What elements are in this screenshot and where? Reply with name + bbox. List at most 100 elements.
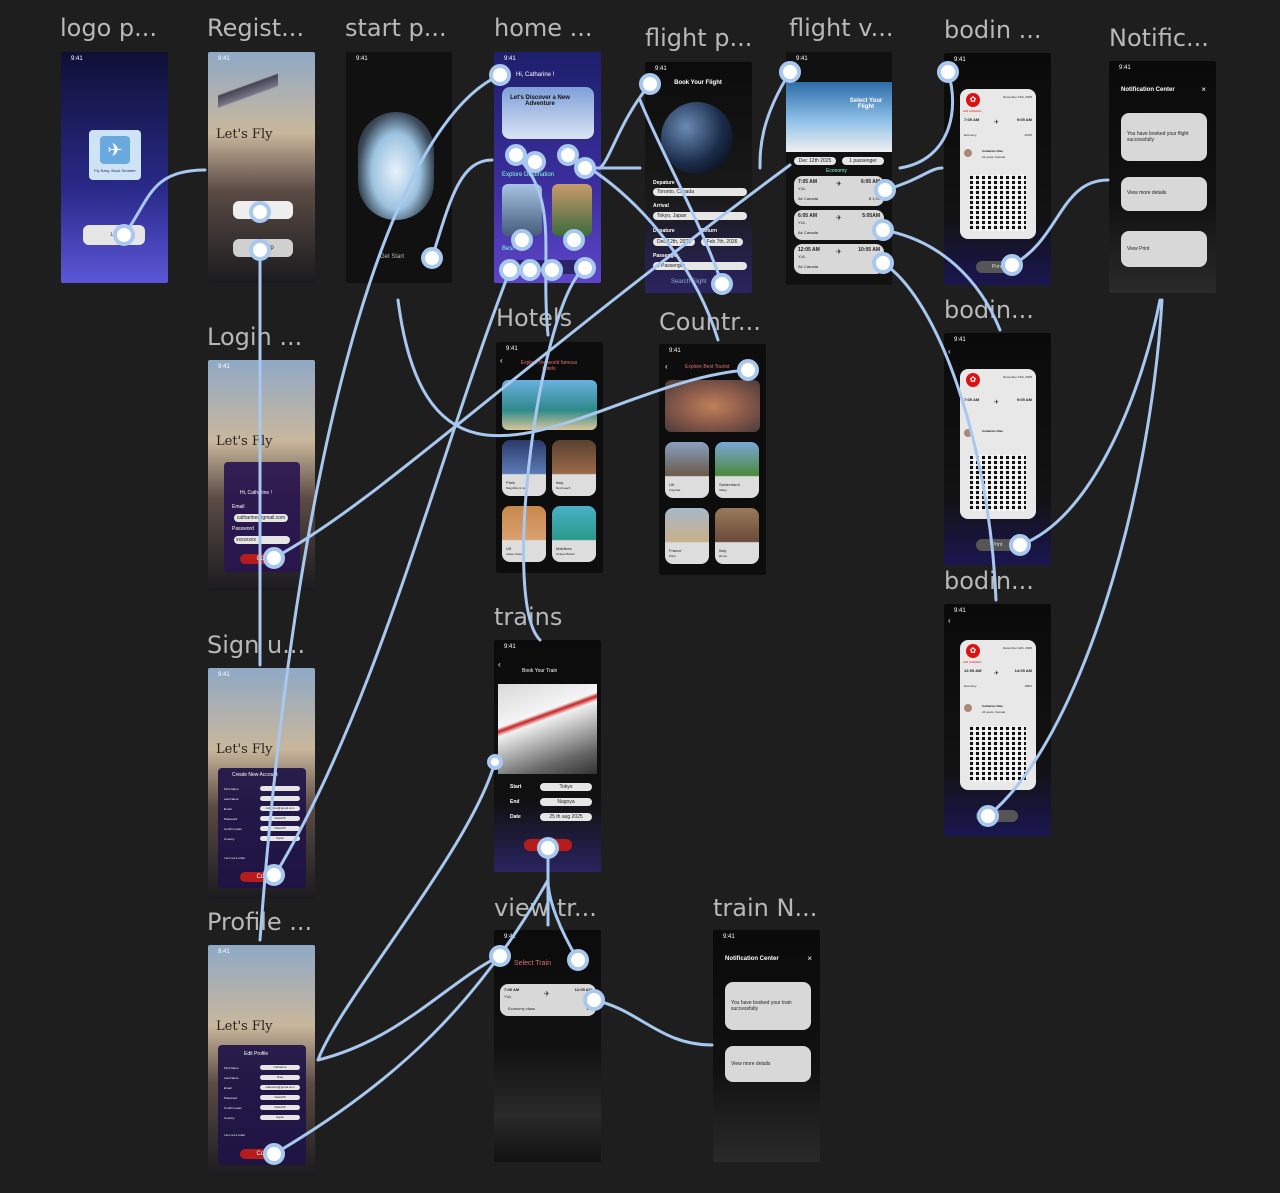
- first-name-field[interactable]: [260, 786, 300, 791]
- confirm-pass-field[interactable]: Dias245: [260, 826, 300, 831]
- train-card[interactable]: 7:05 AM 12:05 AM YUL ✈ Economy class $ 1: [500, 984, 596, 1016]
- password-field[interactable]: Dias245: [260, 816, 300, 821]
- login-frame[interactable]: 9:41 Let's Fly Hi, Catharine ! Email cat…: [208, 360, 315, 591]
- last-name-field[interactable]: Dias: [260, 1075, 300, 1080]
- frame-label-bodin1[interactable]: bodin ...: [944, 16, 1042, 44]
- countries-frame[interactable]: 9:41 ‹ Explore Best Tourist UK Citywide …: [659, 344, 766, 575]
- boarding-pass-card[interactable]: ✿ AIR CANADA December 12th, 2025 7:05 AM…: [960, 89, 1036, 239]
- country-card-france[interactable]: France Paris: [665, 508, 709, 564]
- hotel-card-paris[interactable]: Paris Magnificent view: [502, 440, 546, 496]
- train-notification-frame[interactable]: 9:41 Notification Center × You have book…: [713, 930, 820, 1162]
- back-icon[interactable]: ‹: [665, 362, 668, 371]
- profile-frame[interactable]: 9:41 Let's Fly Edit Profile First Name C…: [208, 945, 315, 1176]
- last-name-field[interactable]: [260, 796, 300, 801]
- frame-label-notific[interactable]: Notific...: [1109, 24, 1209, 52]
- continue-button[interactable]: Con: [240, 1149, 284, 1159]
- from-input[interactable]: Toronto, Canada: [653, 188, 747, 196]
- hotel-card-maldives[interactable]: Maldives Unique Beach: [552, 506, 596, 562]
- frame-label-trains[interactable]: trains: [494, 603, 563, 631]
- boarding-pass-card[interactable]: ✿ December 12th, 2025 7:05 AM 9:05 AM ✈ …: [960, 369, 1036, 519]
- boarding-pass-3-frame[interactable]: 9:41 ‹ ✿ AIR CANADA December 12th, 2025 …: [944, 604, 1051, 836]
- passenger-input[interactable]: 1 Passenger: [653, 262, 747, 270]
- frame-label-view-tr[interactable]: view tr...: [494, 894, 597, 922]
- trains-frame[interactable]: 9:41 ‹ Book Your Train Start Tokyo End N…: [494, 640, 601, 872]
- notification-frame[interactable]: 9:41 Notification Center × You have book…: [1109, 61, 1216, 293]
- lets-go-button[interactable]: Let: [83, 225, 145, 245]
- discover-banner[interactable]: Let's Discover a New Adventure: [502, 87, 594, 139]
- back-icon[interactable]: ‹: [500, 356, 503, 365]
- back-icon[interactable]: ‹: [948, 347, 951, 356]
- close-icon[interactable]: ×: [807, 954, 812, 963]
- hotels-frame[interactable]: 9:41 ‹ Explore the world famous hotels P…: [496, 342, 603, 573]
- frame-label-start[interactable]: start p...: [345, 14, 447, 42]
- confirm-pass-field[interactable]: Dias245: [260, 1105, 300, 1110]
- flight-card-2[interactable]: 6:05 AM 5:05AM YUL ✈ Air Canada $ 1,: [794, 210, 884, 240]
- destination-card-2[interactable]: [552, 184, 592, 236]
- close-icon[interactable]: ×: [1201, 85, 1206, 94]
- back-icon[interactable]: ‹: [498, 660, 501, 669]
- hotel-card-italy[interactable]: Italy Red beach: [552, 440, 596, 496]
- boarding-pass-1-frame[interactable]: 9:41 ✿ AIR CANADA December 12th, 2025 7:…: [944, 53, 1051, 285]
- logo-page-frame[interactable]: 9:41 ✈ Fly Easy, Book Smarter Let: [61, 52, 168, 283]
- captcha-label[interactable]: I am not a robot: [224, 1133, 246, 1137]
- frame-label-profile[interactable]: Profile ...: [207, 908, 313, 936]
- frame-label-flight-v[interactable]: flight v...: [789, 14, 894, 42]
- country-card-uk[interactable]: UK Citywide: [665, 442, 709, 498]
- boarding-pass-card[interactable]: ✿ AIR CANADA December 12th, 2025 12:05 A…: [960, 640, 1036, 790]
- email-field[interactable]: catharine@gmail.com: [260, 1085, 300, 1090]
- flight-booking-frame[interactable]: 9:41 Book Your Flight Depature Toronto, …: [645, 62, 752, 293]
- hotel-card-uk[interactable]: UK Lakes Hotel: [502, 506, 546, 562]
- to-input[interactable]: Tokyo, Japan: [653, 212, 747, 220]
- frame-label-bodin3[interactable]: bodin...: [944, 567, 1034, 595]
- flight-select-frame[interactable]: 9:41 Select Your Flight Dec 12th 2025 1 …: [786, 52, 892, 285]
- frame-label-logo[interactable]: logo p...: [60, 14, 158, 42]
- notification-booked[interactable]: You have booked your train successfully: [725, 982, 811, 1030]
- home-frame[interactable]: 9:41 Hi, Catharine ! Let's Discover a Ne…: [494, 52, 601, 283]
- hotel-hero[interactable]: [502, 380, 597, 430]
- depature-date-input[interactable]: Dec 12th, 2025: [653, 238, 695, 246]
- password-field[interactable]: Dias245: [260, 1095, 300, 1100]
- frame-label-register[interactable]: Regist...: [207, 14, 305, 42]
- start-field[interactable]: Tokyo: [540, 783, 592, 791]
- return-date-input[interactable]: Feb 7th, 2026: [701, 238, 743, 246]
- notification-booked[interactable]: You have booked your flight successfully: [1121, 113, 1207, 161]
- frame-label-flight-p[interactable]: flight p...: [645, 24, 753, 52]
- continue-button[interactable]: Con: [240, 554, 284, 564]
- country-field[interactable]: Japan: [260, 1115, 300, 1120]
- flight-card-3[interactable]: 12:05 AM 10:05 AM YUL ✈ Air Canada $ 1,: [794, 244, 884, 274]
- continue-button[interactable]: Con: [240, 872, 284, 882]
- captcha-label[interactable]: I am not a robot: [224, 856, 246, 860]
- print-button[interactable]: Print: [976, 539, 1018, 551]
- register-frame[interactable]: 9:41 Let's Fly Sign Up: [208, 52, 315, 283]
- view-details-button[interactable]: View more details: [1121, 177, 1207, 211]
- email-field[interactable]: catharine@gmail.com: [260, 806, 300, 811]
- signup-frame[interactable]: 9:41 Let's Fly Create New Account First …: [208, 668, 315, 899]
- back-icon[interactable]: ‹: [948, 616, 951, 625]
- passenger-chip[interactable]: 1 passenger: [842, 157, 884, 165]
- view-details-button[interactable]: View more details: [725, 1046, 811, 1082]
- get-started-button[interactable]: Get Start: [380, 254, 405, 260]
- email-field[interactable]: catharine@gmail.com: [234, 514, 288, 522]
- flight-card-1[interactable]: 7:05 AM 6:05 AM YUL ✈ Air Canada $ 1,00: [794, 176, 884, 206]
- print-button[interactable]: Print: [976, 261, 1018, 273]
- destination-card-1[interactable]: [502, 184, 542, 236]
- frame-label-login[interactable]: Login ...: [207, 323, 303, 351]
- login-button[interactable]: [233, 201, 293, 219]
- boarding-pass-2-frame[interactable]: 9:41 ‹ ✿ December 12th, 2025 7:05 AM 9:0…: [944, 333, 1051, 565]
- end-field[interactable]: Nagoya: [540, 798, 592, 806]
- view-print-button[interactable]: View Print: [1121, 231, 1207, 267]
- date-field[interactable]: 25 th aug 2025: [540, 813, 592, 821]
- frame-label-home[interactable]: home ...: [494, 14, 593, 42]
- password-field[interactable]: xxxxxxxx: [234, 536, 290, 544]
- frame-label-signup[interactable]: Sign u...: [207, 631, 306, 659]
- start-page-frame[interactable]: 9:41 Get Start: [346, 52, 452, 283]
- search-flight-button[interactable]: Search Flight: [671, 279, 707, 285]
- bottom-nav[interactable]: [502, 260, 594, 274]
- view-train-frame[interactable]: 9:41 Select Train 7:05 AM 12:05 AM YUL ✈…: [494, 930, 601, 1162]
- frame-label-bodin2[interactable]: bodin...: [944, 296, 1034, 324]
- country-field[interactable]: Japan: [260, 836, 300, 841]
- date-chip[interactable]: Dec 12th 2025: [794, 157, 836, 165]
- country-card-switzerland[interactable]: Switzerland Valley: [715, 442, 759, 498]
- frame-label-hotels[interactable]: Hotels: [496, 304, 573, 332]
- print-button[interactable]: [976, 810, 1018, 822]
